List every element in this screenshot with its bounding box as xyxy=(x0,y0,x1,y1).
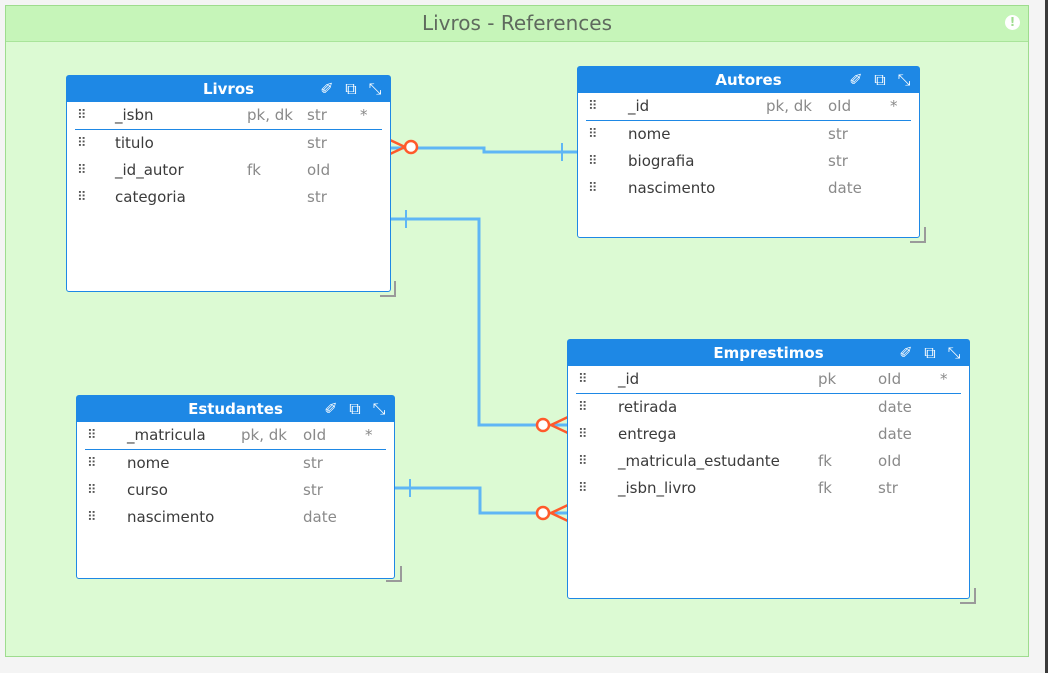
pin-icon[interactable]: ✐ xyxy=(849,70,863,89)
expand-icon[interactable]: ⤡ xyxy=(897,70,911,89)
field-row[interactable]: ⠿ retirada date xyxy=(568,394,969,421)
open-external-icon[interactable]: ⧉ xyxy=(345,79,357,98)
table-estudantes[interactable]: Estudantes ✐ ⧉ ⤡ ⠿ _matricula pk, dk oId… xyxy=(76,395,395,579)
drag-handle-icon[interactable]: ⠿ xyxy=(588,99,597,114)
field-row[interactable]: ⠿ entrega date xyxy=(568,421,969,448)
drag-handle-icon[interactable]: ⠿ xyxy=(87,456,96,471)
drag-handle-icon[interactable]: ⠿ xyxy=(578,481,587,496)
table-livros[interactable]: Livros ✐ ⧉ ⤡ ⠿ _isbn pk, dk str * ⠿ titu… xyxy=(66,75,391,292)
field-row[interactable]: ⠿ biografia str xyxy=(578,148,919,175)
expand-icon[interactable]: ⤡ xyxy=(368,79,382,98)
resize-handle[interactable] xyxy=(960,588,976,604)
resize-handle[interactable] xyxy=(910,227,926,243)
drag-handle-icon[interactable]: ⠿ xyxy=(77,136,86,151)
drag-handle-icon[interactable]: ⠿ xyxy=(578,372,587,387)
field-row[interactable]: ⠿ categoria str xyxy=(67,184,390,211)
field-row[interactable]: ⠿ nome str xyxy=(77,450,394,477)
field-row[interactable]: ⠿ _isbn pk, dk str * xyxy=(75,102,382,130)
field-row[interactable]: ⠿ nascimento date xyxy=(77,504,394,531)
pin-icon[interactable]: ✐ xyxy=(320,79,334,98)
drag-handle-icon[interactable]: ⠿ xyxy=(87,428,96,443)
drag-handle-icon[interactable]: ⠿ xyxy=(578,400,587,415)
table-header[interactable]: Livros ✐ ⧉ ⤡ xyxy=(67,76,390,102)
field-row[interactable]: ⠿ curso str xyxy=(77,477,394,504)
field-row[interactable]: ⠿ _id pk oId * xyxy=(576,366,961,394)
expand-icon[interactable]: ⤡ xyxy=(947,343,961,362)
field-row[interactable]: ⠿ _id pk, dk oId * xyxy=(586,93,911,121)
drag-handle-icon[interactable]: ⠿ xyxy=(588,154,597,169)
expand-icon[interactable]: ⤡ xyxy=(372,399,386,418)
drag-handle-icon[interactable]: ⠿ xyxy=(588,127,597,142)
drag-handle-icon[interactable]: ⠿ xyxy=(77,190,86,205)
table-header[interactable]: Emprestimos ✐ ⧉ ⤡ xyxy=(568,340,969,366)
table-title: Emprestimos xyxy=(713,344,824,362)
drag-handle-icon[interactable]: ⠿ xyxy=(588,181,597,196)
table-emprestimos[interactable]: Emprestimos ✐ ⧉ ⤡ ⠿ _id pk oId * ⠿ retir… xyxy=(567,339,970,599)
resize-handle[interactable] xyxy=(380,281,396,297)
drag-handle-icon[interactable]: ⠿ xyxy=(87,510,96,525)
canvas-title: Livros - References xyxy=(421,11,613,35)
drag-handle-icon[interactable]: ⠿ xyxy=(77,108,86,123)
drag-handle-icon[interactable]: ⠿ xyxy=(87,483,96,498)
table-header[interactable]: Estudantes ✐ ⧉ ⤡ xyxy=(77,396,394,422)
canvas-header: Livros - References ! xyxy=(6,6,1028,42)
table-title: Livros xyxy=(202,80,255,98)
field-row[interactable]: ⠿ titulo str xyxy=(67,130,390,157)
field-row[interactable]: ⠿ _matricula pk, dk oId * xyxy=(85,422,386,450)
drag-handle-icon[interactable]: ⠿ xyxy=(578,454,587,469)
open-external-icon[interactable]: ⧉ xyxy=(874,70,886,89)
table-title: Autores xyxy=(715,71,782,89)
pin-icon[interactable]: ✐ xyxy=(324,399,338,418)
table-title: Estudantes xyxy=(188,400,283,418)
pin-icon[interactable]: ✐ xyxy=(899,343,913,362)
table-header[interactable]: Autores ✐ ⧉ ⤡ xyxy=(578,67,919,93)
open-external-icon[interactable]: ⧉ xyxy=(924,343,936,362)
open-external-icon[interactable]: ⧉ xyxy=(349,399,361,418)
field-row[interactable]: ⠿ _matricula_estudante fk oId xyxy=(568,448,969,475)
resize-handle[interactable] xyxy=(386,566,402,582)
table-autores[interactable]: Autores ✐ ⧉ ⤡ ⠿ _id pk, dk oId * ⠿ nome … xyxy=(577,66,920,238)
field-row[interactable]: ⠿ nascimento date xyxy=(578,175,919,202)
field-row[interactable]: ⠿ nome str xyxy=(578,121,919,148)
info-icon[interactable]: ! xyxy=(1005,15,1020,30)
field-row[interactable]: ⠿ _isbn_livro fk str xyxy=(568,475,969,502)
drag-handle-icon[interactable]: ⠿ xyxy=(578,427,587,442)
scrollbar[interactable] xyxy=(1045,0,1048,673)
field-row[interactable]: ⠿ _id_autor fk oId xyxy=(67,157,390,184)
drag-handle-icon[interactable]: ⠿ xyxy=(77,163,86,178)
